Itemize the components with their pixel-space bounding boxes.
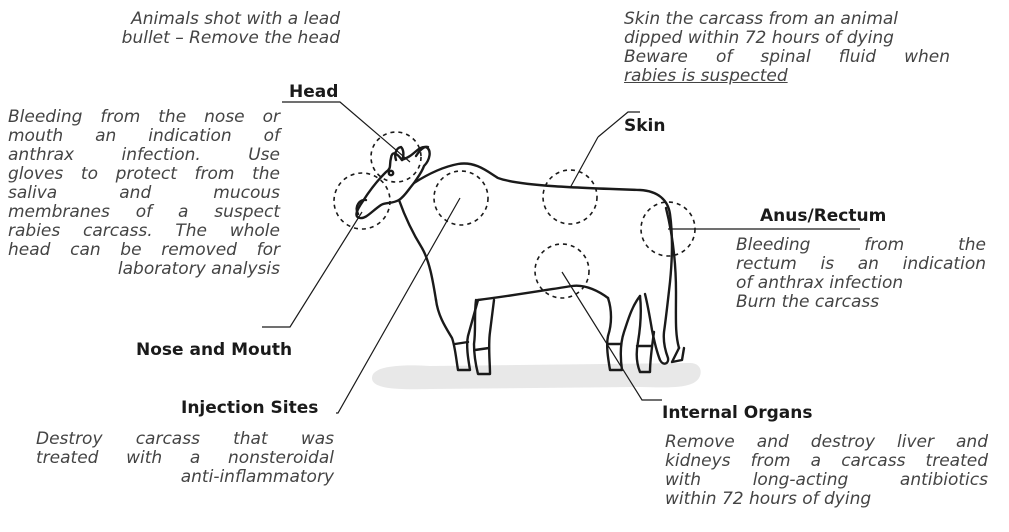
anus-rectum-note-line: Burn the carcass — [736, 293, 986, 312]
injection-sites-note: Destroy carcass that was treated with a … — [36, 430, 334, 487]
cow-tail-tuft — [672, 348, 684, 362]
internal-organs-note-line: kidneys from a carcass treated — [665, 452, 988, 471]
leader-head — [282, 102, 410, 162]
head-note-line: Animals shot with a lead — [40, 10, 340, 29]
nose-mouth-note-line: gloves to protect from the — [8, 165, 280, 184]
nose-mouth-note-line: laboratory analysis — [8, 260, 280, 279]
nose-mouth-note-line: rabies carcass. The whole — [8, 222, 280, 241]
nose-mouth-note-line: saliva and mucous — [8, 184, 280, 203]
skin-note-line: Beware of spinal fluid when — [624, 48, 950, 67]
cow-front-leg-2 — [474, 300, 494, 374]
leader-skin-2 — [570, 137, 598, 188]
anus-rectum-note-line: of anthrax infection — [736, 274, 986, 293]
injection-sites-label: Injection Sites — [181, 398, 318, 418]
internal-organs-note-line: within 72 hours of dying — [665, 490, 988, 509]
nose-mouth-label: Nose and Mouth — [136, 340, 292, 360]
skin-note-line: Skin the carcass from an animal — [624, 10, 954, 29]
ground-shadow — [372, 363, 701, 389]
cow-eye — [389, 171, 393, 175]
internal-organs-note: Remove and destroy liver and kidneys fro… — [665, 433, 988, 509]
region-skin-circle — [543, 170, 597, 224]
head-note: Animals shot with a lead bullet – Remove… — [40, 10, 340, 48]
nose-mouth-note-line: head can be removed for — [8, 241, 280, 260]
anus-rectum-label: Anus/Rectum — [760, 206, 886, 226]
nose-mouth-note-line: mouth an indication of — [8, 127, 280, 146]
anus-rectum-note: Bleeding from the rectum is an indicatio… — [736, 236, 986, 312]
cow-front-legs — [436, 300, 478, 370]
cow-belly — [478, 286, 608, 300]
internal-organs-note-line: with long-acting antibiotics — [665, 471, 988, 490]
cow-hind-leg-2 — [637, 296, 654, 372]
skin-note-line: dipped within 72 hours of dying — [624, 29, 954, 48]
anus-rectum-note-line: rectum is an indication — [736, 255, 986, 274]
anus-rectum-note-line: Bleeding from the — [736, 236, 986, 255]
head-label: Head — [289, 82, 338, 102]
skin-note-line: rabies is suspected — [624, 67, 954, 86]
nose-mouth-note-line: Bleeding from the nose or — [8, 108, 280, 127]
internal-organs-note-line: Remove and destroy liver and — [665, 433, 988, 452]
injection-sites-note-line: anti-inflammatory — [36, 468, 334, 487]
internal-organs-label: Internal Organs — [662, 403, 813, 423]
injection-sites-note-line: Destroy carcass that was — [36, 430, 334, 449]
nose-mouth-note-line: anthrax infection. Use — [8, 146, 280, 165]
skin-note: Skin the carcass from an animal dipped w… — [624, 10, 954, 86]
nose-mouth-note: Bleeding from the nose or mouth an indic… — [8, 108, 280, 279]
injection-sites-note-line: treated with a nonsteroidal — [36, 449, 334, 468]
nose-mouth-note-line: membranes of a suspect — [8, 203, 280, 222]
region-injection-circle — [434, 171, 488, 225]
skin-label: Skin — [624, 116, 665, 136]
cow-hind-leg-1 — [607, 296, 640, 370]
head-note-line: bullet – Remove the head — [40, 29, 340, 48]
